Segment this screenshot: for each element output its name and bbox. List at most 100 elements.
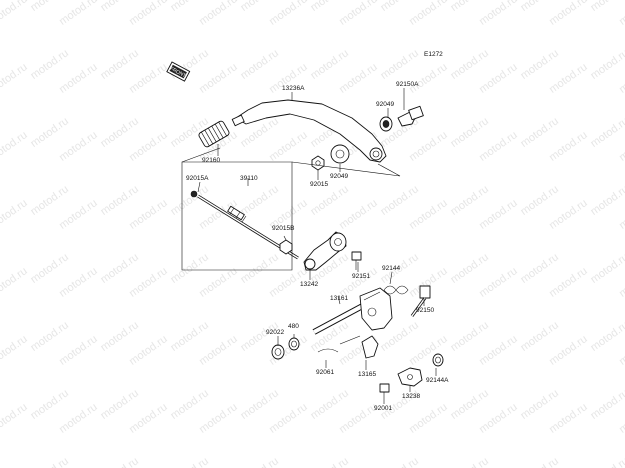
watermark-text: motod.ru (588, 455, 625, 468)
watermark-text: motod.ru (477, 265, 519, 300)
part-label-92049-upper: 92049 (376, 101, 394, 108)
pivot-bolt (397, 105, 424, 127)
watermark-text: motod.ru (127, 333, 169, 368)
watermark-text: motod.ru (477, 333, 519, 368)
watermark-text: motod.ru (378, 455, 420, 468)
watermark-text: motod.ru (98, 183, 140, 218)
watermark-text: motod.ru (617, 129, 625, 164)
part-labels: 13236A 92150A 92049 92160 92015 92049 92… (186, 81, 449, 412)
watermark-text: motod.ru (0, 401, 30, 436)
watermark-text: motod.ru (98, 115, 140, 150)
gear-positioning-lever (397, 367, 423, 387)
watermark-text: motod.ru (337, 0, 379, 28)
part-label-480: 480 (288, 323, 299, 330)
watermark-text: motod.ru (547, 61, 589, 96)
watermark-text: motod.ru (407, 333, 449, 368)
watermark-text: motod.ru (547, 333, 589, 368)
watermark-text: motod.ru (518, 319, 560, 354)
watermark-text: motod.ru (168, 455, 210, 468)
part-label-92015A: 92015A (186, 175, 209, 182)
return-spring (383, 285, 409, 295)
stopper-bolt (410, 285, 431, 317)
watermark-text: motod.ru (28, 251, 70, 286)
retaining-clip (317, 348, 339, 353)
watermark-text: motod.ru (588, 115, 625, 150)
watermark-text: motod.ru (448, 251, 490, 286)
part-label-92151: 92151 (352, 273, 370, 280)
watermark-text: motod.ru (197, 401, 239, 436)
watermark-text: motod.ru (57, 401, 99, 436)
watermark-text: motod.ru (238, 183, 280, 218)
watermark-text: motod.ru (477, 0, 519, 28)
watermark-text: motod.ru (267, 129, 309, 164)
shift-shaft (312, 287, 393, 335)
circlip (288, 337, 300, 351)
watermark-text: motod.ru (518, 115, 560, 150)
watermark-text: motod.ru (28, 387, 70, 422)
part-label-92001: 92001 (374, 405, 392, 412)
part-label-92015: 92015 (310, 181, 328, 188)
watermark-text: motod.ru (407, 129, 449, 164)
watermark-text: motod.ru (267, 0, 309, 28)
watermark-text: motod.ru (588, 47, 625, 82)
watermark-text: motod.ru (337, 197, 379, 232)
watermark-text: motod.ru (477, 401, 519, 436)
part-label-92015B: 92015B (272, 225, 294, 232)
lever-spring (432, 353, 444, 367)
watermark-text: motod.ru (477, 197, 519, 232)
watermark-text: motod.ru (197, 333, 239, 368)
watermark-text: motod.ru (407, 0, 449, 28)
watermark-text: motod.ru (588, 387, 625, 422)
watermark-text: motod.ru (127, 265, 169, 300)
shift-lever (303, 231, 347, 271)
watermark-text: motod.ru (308, 183, 350, 218)
part-label-13165: 13165 (358, 371, 376, 378)
watermark-text: motod.ru (448, 387, 490, 422)
watermark-text: motod.ru (518, 387, 560, 422)
part-label-13236A: 13236A (282, 85, 305, 92)
watermark-text: motod.ru (0, 61, 30, 96)
lever-bolt (379, 383, 390, 400)
watermark-text: motod.ru (127, 0, 169, 28)
part-label-92150A: 92150A (396, 81, 419, 88)
watermark-text: motod.ru (238, 251, 280, 286)
nut-small (311, 155, 325, 171)
watermark-text: motod.ru (28, 47, 70, 82)
watermark-text: motod.ru (588, 183, 625, 218)
watermark-text: motod.ru (127, 61, 169, 96)
watermark-text: motod.ru (0, 455, 1, 468)
watermark-text: motod.ru (477, 129, 519, 164)
watermark-text: motod.ru (57, 333, 99, 368)
part-label-13238: 13238 (402, 393, 420, 400)
watermark-text: motod.ru (238, 47, 280, 82)
watermark-text: motod.ru (98, 387, 140, 422)
watermark-text: motod.ru (308, 47, 350, 82)
collar (330, 144, 350, 164)
watermark-text: motod.ru (0, 333, 30, 368)
watermark-text: motod.ru (57, 129, 99, 164)
shift-pedal (231, 99, 387, 163)
washer-upper (379, 116, 393, 132)
watermark-text: motod.ru (448, 319, 490, 354)
watermark-text: motod.ru (547, 265, 589, 300)
part-label-13242: 13242 (300, 281, 318, 288)
watermark-text: motod.ru (617, 0, 625, 28)
watermark-text: motod.ru (547, 129, 589, 164)
watermark-text: motod.ru (407, 61, 449, 96)
watermark-text: motod.ru (378, 183, 420, 218)
part-label-92144: 92144 (382, 265, 400, 272)
watermark-text: motod.ru (57, 61, 99, 96)
watermark-text: motod.ru (308, 455, 350, 468)
watermark-text: motod.ru (547, 0, 589, 28)
watermark-text: motod.ru (28, 115, 70, 150)
watermark-text: motod.ru (197, 61, 239, 96)
watermark-text: motod.ru (98, 319, 140, 354)
part-label-13161: 13161 (330, 295, 348, 302)
watermark-text: motod.ru (238, 387, 280, 422)
watermark-text: motod.ru (518, 183, 560, 218)
watermark-text: motod.ru (308, 387, 350, 422)
watermark-text: motod.ru (448, 455, 490, 468)
watermark-text: motod.ru (267, 401, 309, 436)
